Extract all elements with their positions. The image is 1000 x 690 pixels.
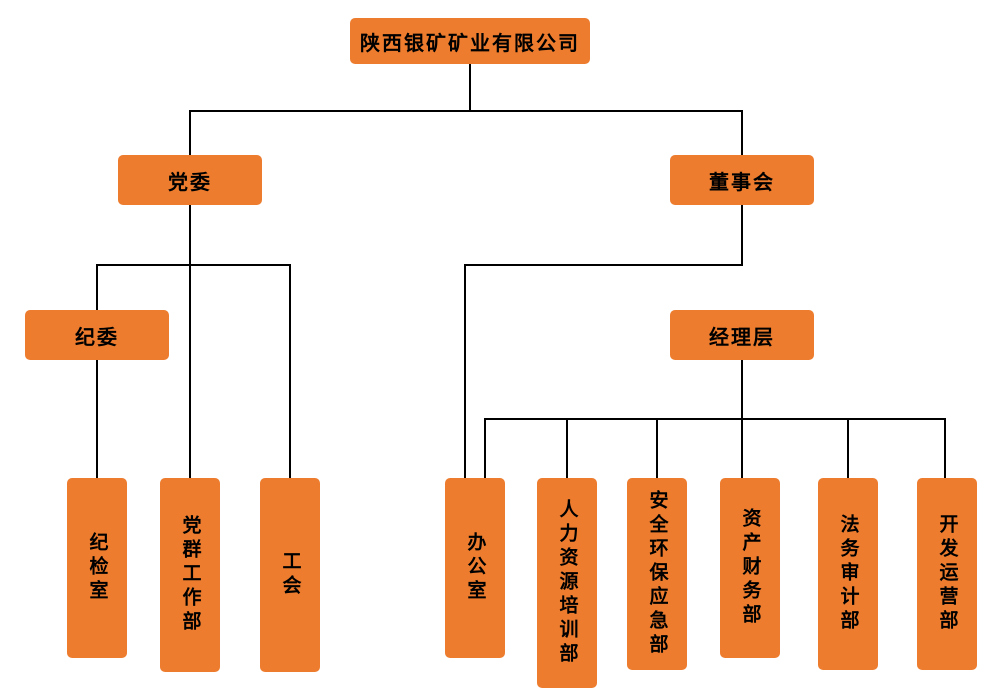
node-label: 法务审计部 <box>837 514 859 634</box>
node-label: 纪委 <box>75 326 119 349</box>
connector-line <box>289 265 291 478</box>
node-label: 办公室 <box>464 532 486 604</box>
connector-line <box>484 418 946 420</box>
connector-line <box>484 420 486 478</box>
node-legal-audit-dept: 法务审计部 <box>818 478 878 670</box>
node-discipline-inspection-office: 纪检室 <box>67 478 127 658</box>
node-safety-env-emergency-dept: 安全环保应急部 <box>627 478 687 670</box>
connector-line <box>464 265 466 478</box>
node-general-office: 办公室 <box>445 478 505 658</box>
connector-line <box>96 265 98 310</box>
node-label: 安全环保应急部 <box>646 490 668 658</box>
node-party-committee: 党委 <box>118 155 262 205</box>
node-label: 资产财务部 <box>739 508 761 628</box>
connector-line <box>944 420 946 478</box>
node-hr-training-dept: 人力资源培训部 <box>537 478 597 688</box>
node-company-root: 陕西银矿矿业有限公司 <box>350 18 590 64</box>
node-label: 工会 <box>279 551 301 599</box>
connector-line <box>189 205 191 478</box>
connector-line <box>656 420 658 478</box>
connector-line <box>464 264 743 266</box>
connector-line <box>469 64 471 112</box>
node-label: 董事会 <box>709 171 775 194</box>
node-discipline-committee: 纪委 <box>25 310 169 360</box>
node-label: 开发运营部 <box>936 514 958 634</box>
node-label: 陕西银矿矿业有限公司 <box>360 32 580 55</box>
node-labor-union: 工会 <box>260 478 320 672</box>
connector-line <box>189 110 743 112</box>
connector-line <box>96 360 98 478</box>
connector-line <box>96 264 291 266</box>
connector-line <box>741 205 743 265</box>
connector-line <box>189 112 191 155</box>
connector-line <box>741 112 743 155</box>
node-label: 纪检室 <box>86 532 108 604</box>
node-label: 经理层 <box>709 326 775 349</box>
node-board-of-directors: 董事会 <box>670 155 814 205</box>
connector-line <box>847 420 849 478</box>
node-development-operations-dept: 开发运营部 <box>917 478 977 670</box>
node-party-mass-work-dept: 党群工作部 <box>160 478 220 672</box>
node-asset-finance-dept: 资产财务部 <box>720 478 780 658</box>
node-label: 党群工作部 <box>179 515 201 635</box>
node-label: 人力资源培训部 <box>556 499 578 667</box>
connector-line <box>566 420 568 478</box>
node-management-team: 经理层 <box>670 310 814 360</box>
node-label: 党委 <box>168 171 212 194</box>
